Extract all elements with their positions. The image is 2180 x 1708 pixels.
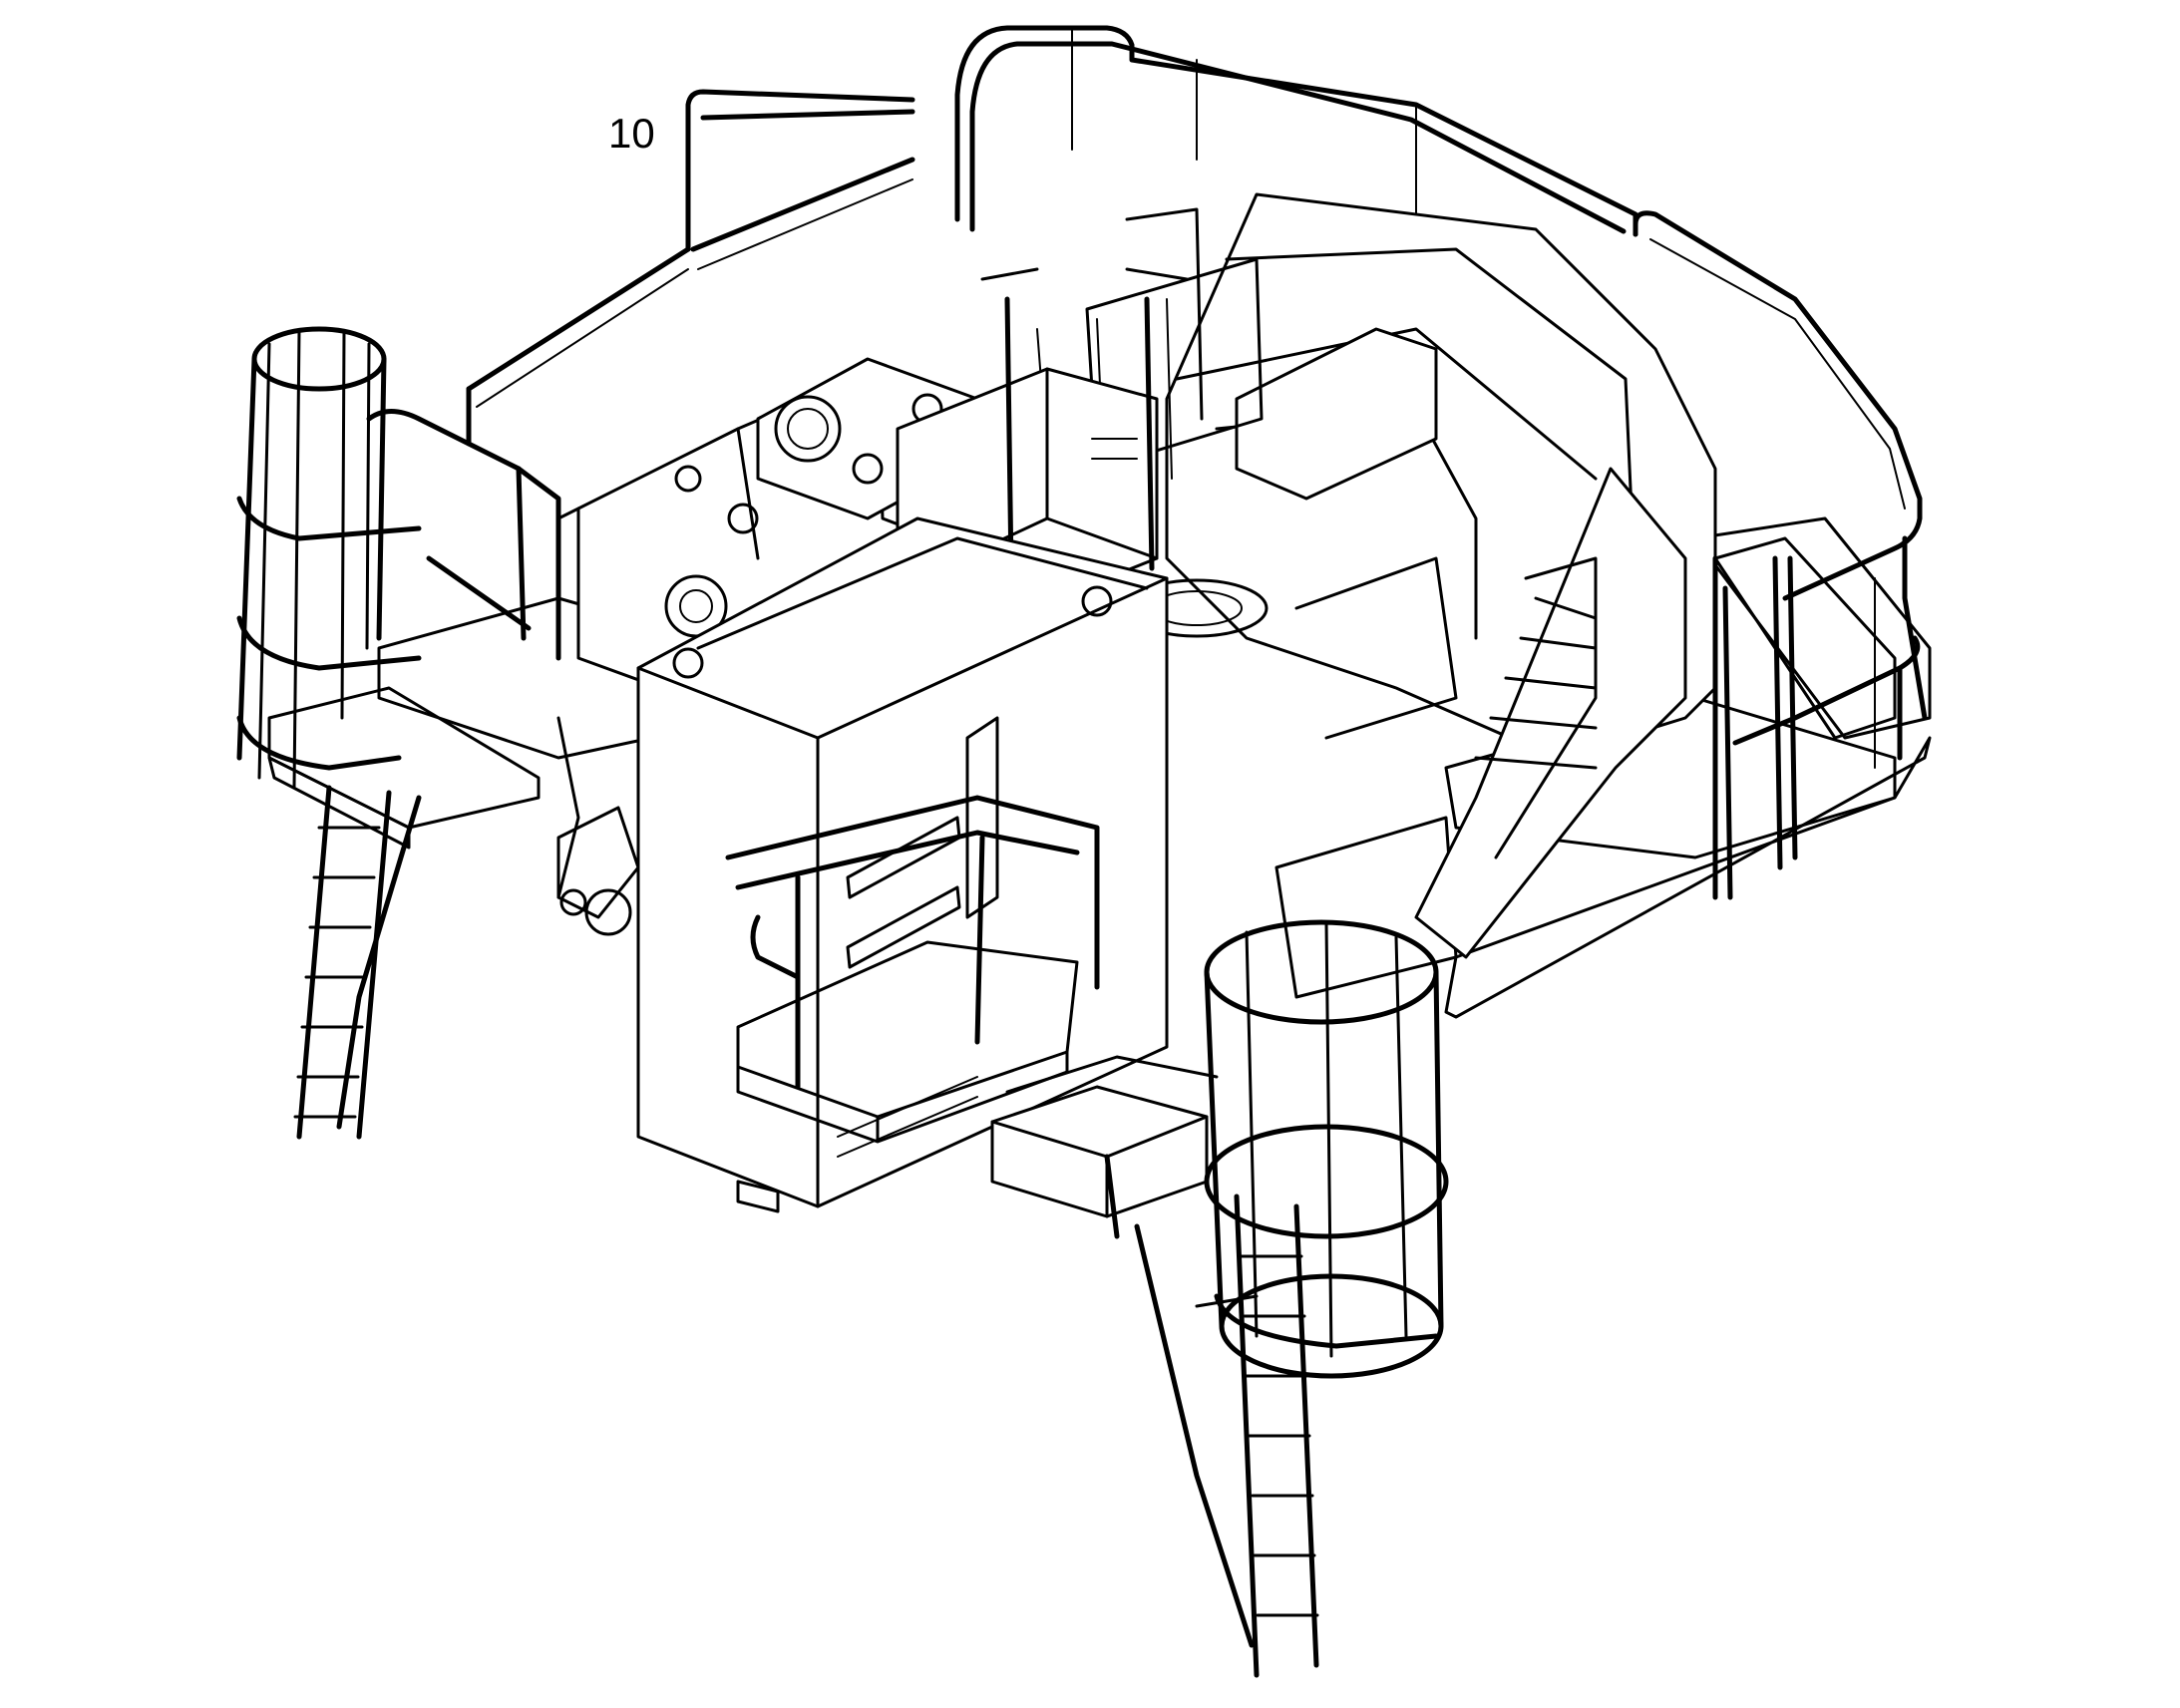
left-guard-rail bbox=[366, 246, 691, 661]
upper-structure bbox=[1036, 192, 1717, 959]
front-step-platform bbox=[725, 795, 1100, 1144]
front-electrical-cabinet bbox=[636, 516, 1169, 1213]
right-guard-rail bbox=[1633, 210, 1928, 900]
item-number-label: 10 bbox=[608, 110, 655, 157]
rear-guard-rail bbox=[685, 25, 1638, 270]
left-caged-ladder bbox=[236, 326, 422, 1140]
right-side-stair bbox=[1712, 536, 1897, 900]
front-caged-ladder bbox=[1134, 919, 1449, 1678]
